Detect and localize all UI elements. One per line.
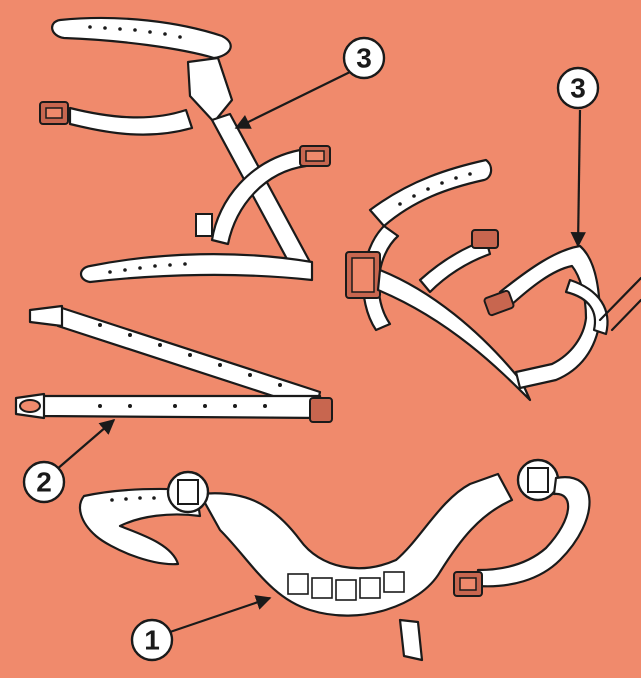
callout-3-right: 3	[558, 68, 598, 246]
callout-label: 3	[356, 43, 372, 74]
callout-2: 2	[24, 420, 114, 502]
callout-label: 2	[36, 467, 52, 498]
callout-3-upper: 3	[236, 38, 384, 128]
climber-strap-upper-left	[40, 18, 330, 282]
climber-strap-right	[346, 160, 641, 400]
callout-1: 1	[132, 598, 270, 660]
callout-label: 3	[570, 73, 586, 104]
callout-label: 1	[144, 625, 160, 656]
safety-strap	[16, 306, 332, 422]
